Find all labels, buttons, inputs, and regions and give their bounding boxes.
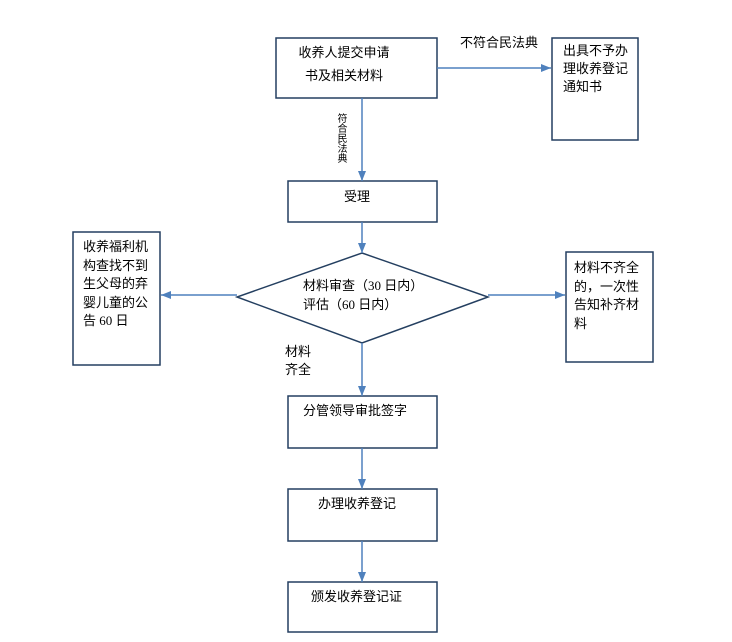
leader-approval-box: [287, 395, 438, 449]
review-line: 材料审查（30 日内）: [303, 278, 424, 293]
edge-label-not-compliant: 不符合民法典: [460, 35, 538, 51]
edge-label-compliant: 符合民法典: [335, 113, 346, 163]
accept-label: 受理: [344, 188, 370, 205]
incomplete-materials-line: 的，一次性: [574, 278, 640, 294]
incomplete-materials-line: 告知补齐材: [574, 297, 640, 313]
register-line: 办理收养登记: [318, 496, 397, 511]
submit-application-label: 收养人提交申请 书及相关材料: [284, 41, 404, 87]
certificate-box: [287, 581, 438, 633]
reject-notice-box: [551, 37, 639, 141]
announcement-line: 婴儿童的公: [83, 294, 149, 310]
submit-application-line: 收养人提交申请: [298, 45, 390, 60]
announcement-line: 生父母的弃: [83, 276, 149, 291]
edge-label-materials-complete-line: 材料: [285, 344, 312, 359]
reject-notice-line: 理收养登记: [563, 61, 629, 76]
announcement-label: 收养福利机 构查找不到 生父母的弃 婴儿童的公 告 60 日: [83, 238, 148, 331]
certificate-line: 颁发收养登记证: [311, 589, 403, 604]
incomplete-materials-box: [565, 251, 654, 363]
announcement-box: [72, 231, 161, 366]
review-label: 材料审查（30 日内） 评估（60 日内）: [303, 276, 423, 314]
incomplete-materials-line: 料: [574, 316, 588, 332]
announcement-line: 构查找不到: [83, 257, 149, 273]
leader-approval-line: 分管领导审批签字: [303, 403, 408, 418]
edge-label-materials-complete: 材料 齐全: [285, 343, 311, 379]
incomplete-materials-label: 材料不齐全 的，一次性 告知补齐材 料: [574, 259, 639, 334]
edge-label-not-compliant-text: 不符合民法典: [460, 35, 539, 50]
announcement-line: 收养福利机: [83, 239, 149, 254]
register-box: [287, 488, 438, 542]
edge-label-materials-complete-line: 齐全: [285, 362, 312, 377]
certificate-label: 颁发收养登记证: [311, 588, 402, 606]
reject-notice-line: 出具不予办: [563, 43, 629, 58]
leader-approval-label: 分管领导审批签字: [303, 402, 407, 420]
review-line: 评估（60 日内）: [303, 297, 398, 312]
incomplete-materials-line: 材料不齐全: [574, 260, 640, 275]
register-label: 办理收养登记: [318, 495, 396, 513]
announcement-line: 告 60 日: [83, 313, 129, 328]
submit-application-line: 书及相关材料: [304, 68, 383, 83]
accept-line: 受理: [344, 189, 371, 204]
submit-application-box: [275, 37, 438, 99]
reject-notice-label: 出具不予办 理收养登记 通知书: [563, 42, 628, 96]
reject-notice-line: 通知书: [563, 79, 603, 94]
